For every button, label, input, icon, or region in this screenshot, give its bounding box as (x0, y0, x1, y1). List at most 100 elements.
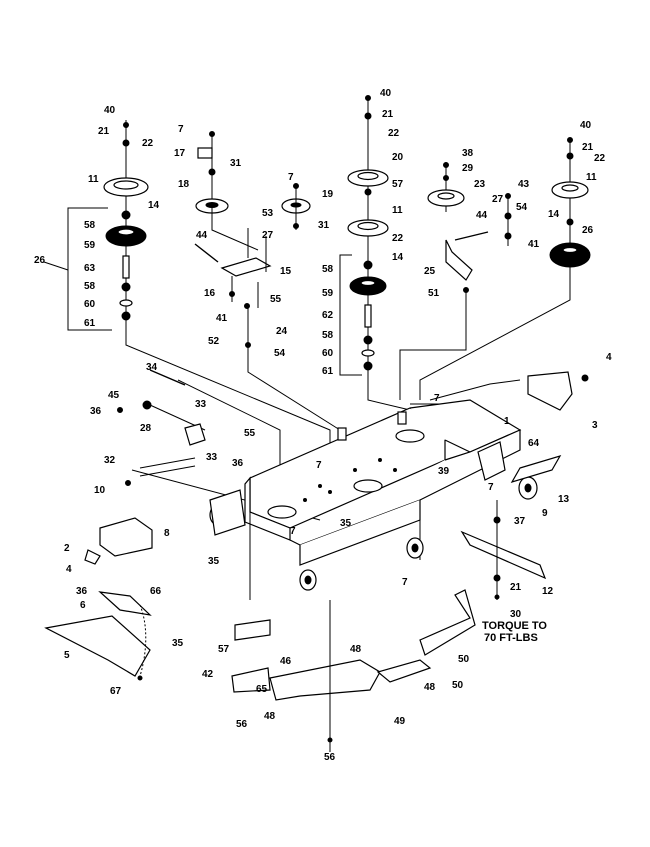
callout-7c: 7 (434, 393, 440, 404)
callout-14c: 14 (548, 209, 560, 220)
callout-42: 42 (202, 669, 214, 680)
callout-11b: 11 (392, 205, 403, 216)
callout-38: 38 (462, 148, 474, 159)
callout-40c: 40 (580, 120, 592, 131)
callout-32: 32 (104, 455, 116, 466)
callout-21c: 21 (582, 142, 594, 153)
callout-41: 41 (216, 313, 228, 324)
callout-31: 31 (230, 158, 242, 169)
callout-60: 60 (84, 299, 96, 310)
callout-18: 18 (178, 179, 190, 190)
callout-7d: 7 (488, 482, 494, 493)
callout-50a: 50 (458, 654, 470, 665)
callout-26: 26 (34, 255, 46, 266)
callout-45: 45 (108, 390, 120, 401)
callout-35b: 35 (340, 518, 352, 529)
callout-14b: 14 (392, 252, 404, 263)
callout-57: 57 (392, 179, 404, 190)
callout-35c: 35 (172, 638, 184, 649)
callout-2: 2 (64, 543, 70, 554)
callout-50b: 50 (452, 680, 464, 691)
callout-17: 17 (174, 148, 186, 159)
callout-33: 33 (195, 399, 207, 410)
callout-7g: 7 (316, 460, 322, 471)
callout-16: 16 (204, 288, 216, 299)
callout-13: 13 (558, 494, 570, 505)
callout-54: 54 (274, 348, 286, 359)
callout-27b: 27 (492, 194, 504, 205)
callout-22d: 22 (594, 153, 606, 164)
callout-48c: 48 (264, 711, 276, 722)
callout-11c: 11 (586, 172, 597, 183)
callout-1: 1 (504, 416, 510, 427)
callout-labels: 40 21 22 11 14 58 59 26 63 58 60 61 7 17… (34, 88, 612, 763)
rear-parts (84, 369, 589, 565)
callout-52: 52 (208, 336, 220, 347)
callout-49: 49 (394, 716, 406, 727)
callout-36b: 36 (232, 458, 244, 469)
right-spindle-assembly (419, 137, 591, 400)
callout-61b: 61 (322, 366, 334, 377)
callout-67: 67 (110, 686, 122, 697)
callout-40: 40 (104, 105, 116, 116)
callout-60b: 60 (322, 348, 334, 359)
callout-44: 44 (196, 230, 208, 241)
callout-58b: 58 (84, 281, 96, 292)
callout-12: 12 (542, 586, 554, 597)
callout-20: 20 (392, 152, 404, 163)
callout-26b: 26 (582, 225, 594, 236)
baffle-5 (44, 591, 152, 681)
torque-note-line1: TORQUE TO (482, 620, 547, 632)
callout-51: 51 (428, 288, 440, 299)
callout-10: 10 (94, 485, 106, 496)
callout-21: 21 (98, 126, 110, 137)
callout-59: 59 (84, 240, 96, 251)
callout-44b: 44 (476, 210, 488, 221)
blade-12 (460, 500, 547, 600)
idler-assembly-19 (281, 183, 311, 230)
callout-19: 19 (322, 189, 334, 200)
callout-55: 55 (270, 294, 282, 305)
group-bracket-center (339, 254, 362, 376)
callout-7b: 7 (288, 172, 294, 183)
callout-64: 64 (528, 438, 540, 449)
callout-7f: 7 (402, 577, 408, 588)
callout-40b: 40 (380, 88, 392, 99)
deck-frame (244, 399, 522, 600)
callout-62: 62 (322, 310, 334, 321)
callout-55b: 55 (244, 428, 256, 439)
callout-22c: 22 (392, 233, 404, 244)
group-bracket-left (43, 207, 112, 331)
torque-note-line2: 70 FT-LBS (484, 632, 538, 644)
callout-23: 23 (474, 179, 486, 190)
callout-56a: 56 (236, 719, 248, 730)
callout-28: 28 (140, 423, 152, 434)
callout-24: 24 (276, 326, 288, 337)
callout-58c: 58 (322, 264, 334, 275)
callout-15: 15 (280, 266, 292, 277)
idler-arm-15 (194, 228, 272, 360)
callout-14: 14 (148, 200, 160, 211)
callout-27: 27 (262, 230, 274, 241)
callout-58: 58 (84, 220, 96, 231)
callout-8: 8 (164, 528, 170, 539)
callout-31b: 31 (318, 220, 330, 231)
callout-46: 46 (280, 656, 292, 667)
callout-48a: 48 (350, 644, 362, 655)
callout-57b: 57 (218, 644, 230, 655)
callout-54b: 54 (516, 202, 528, 213)
callout-22b: 22 (388, 128, 400, 139)
callout-39: 39 (438, 466, 450, 477)
callout-4b: 4 (66, 564, 72, 575)
callout-33b: 33 (206, 452, 218, 463)
callout-43: 43 (518, 179, 530, 190)
callout-7a: 7 (178, 124, 184, 135)
callout-22: 22 (142, 138, 154, 149)
center-spindle-assembly (347, 95, 389, 375)
callout-58d: 58 (322, 330, 334, 341)
callout-7e: 7 (290, 526, 296, 537)
callout-29: 29 (462, 163, 474, 174)
callout-37: 37 (514, 516, 526, 527)
wheel-assemblies (209, 441, 562, 591)
